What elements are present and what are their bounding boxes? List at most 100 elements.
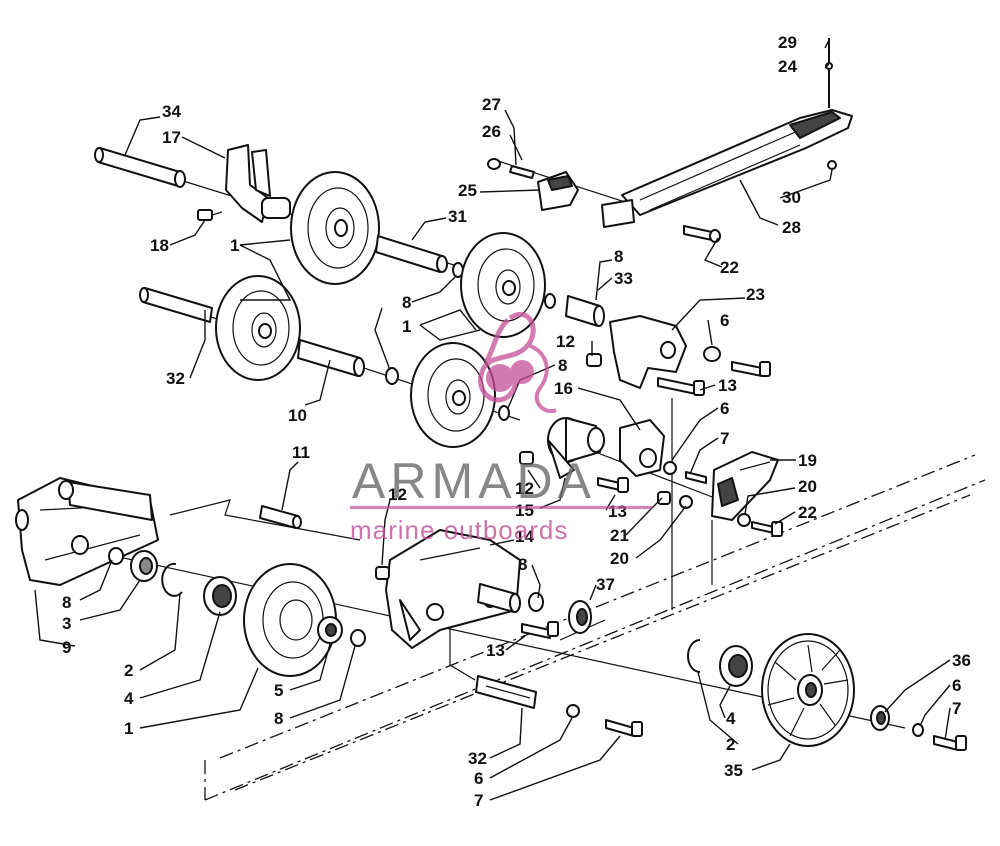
washer-6-top	[703, 346, 721, 362]
washer-8-center	[498, 405, 510, 421]
bolt-7-lower	[605, 719, 643, 737]
callout-2-right: 2	[726, 735, 735, 754]
callout-35: 35	[724, 761, 743, 780]
callout-8-lower: 8	[62, 593, 71, 612]
callout-32-left: 32	[166, 369, 185, 388]
callout-36: 36	[952, 651, 971, 670]
wheel-1-center	[410, 342, 496, 448]
spacer-33	[565, 295, 605, 327]
nut-12-top	[586, 353, 602, 367]
callout-12-top: 12	[556, 332, 575, 351]
callout-6-lower: 6	[474, 769, 483, 788]
callout-5: 5	[274, 681, 283, 700]
callout-12-mid: 12	[515, 479, 534, 498]
callout-7-mid: 7	[720, 429, 729, 448]
callout-7-right: 7	[952, 699, 961, 718]
callout-12-lower: 12	[388, 485, 407, 504]
callout-27: 27	[482, 95, 501, 114]
bearing-4-right	[719, 645, 753, 687]
callout-28: 28	[782, 218, 801, 237]
callout-leaders	[34, 39, 951, 801]
callout-16: 16	[554, 379, 573, 398]
snap-ring-2-right	[687, 639, 701, 673]
callout-numbers: 34 17 27 26 25 29 24 30 28 18 1 31 22 8 …	[62, 33, 971, 810]
callout-8-left: 8	[402, 293, 411, 312]
callout-29: 29	[778, 33, 797, 52]
callout-8-lower-right: 8	[274, 709, 283, 728]
washer-8-lower-right	[350, 629, 366, 647]
bolt-13-lower	[521, 621, 559, 639]
washer-8-mid	[544, 293, 556, 309]
callout-13-mid: 13	[608, 502, 627, 521]
callout-6-right: 6	[952, 676, 961, 695]
callout-11: 11	[292, 443, 310, 462]
shock-arm-28	[601, 109, 853, 228]
callout-37: 37	[596, 575, 615, 594]
bracket-14	[385, 529, 521, 649]
bracket-23	[609, 315, 687, 389]
bolt-22-right	[751, 521, 783, 537]
callout-25: 25	[458, 181, 477, 200]
pin-26	[487, 158, 535, 179]
bracket-17	[225, 144, 291, 223]
washer-8-bracket	[528, 592, 544, 612]
callout-3: 3	[62, 614, 71, 633]
bushing-36	[870, 705, 890, 731]
callout-8-bracket: 8	[518, 555, 527, 574]
callout-14: 14	[515, 527, 534, 546]
callout-13-top: 13	[718, 376, 737, 395]
bolt-7-right	[933, 735, 967, 751]
bushing-37	[568, 600, 592, 634]
block-16	[619, 419, 665, 477]
callout-33: 33	[614, 269, 633, 288]
callout-7-lower: 7	[474, 791, 483, 810]
callout-13-lower: 13	[486, 641, 505, 660]
shaft-32-left	[139, 287, 213, 323]
bolt-13-top	[657, 377, 705, 396]
block-25	[537, 171, 579, 211]
callout-19: 19	[798, 451, 817, 470]
callout-17: 17	[162, 128, 181, 147]
callout-6-mid: 6	[720, 399, 729, 418]
spacer-31	[375, 235, 448, 273]
bolt-7-mid	[685, 471, 707, 484]
callout-4-right: 4	[726, 709, 736, 728]
wheel-1-left	[215, 275, 301, 381]
washer-5	[317, 616, 343, 644]
washer-6-right	[912, 723, 924, 737]
callout-22-right: 22	[798, 503, 817, 522]
callout-34: 34	[162, 102, 181, 121]
callout-6-top: 6	[720, 311, 729, 330]
callout-9: 9	[62, 638, 71, 657]
shaft-32-lower	[475, 675, 537, 709]
spacer-11	[259, 505, 302, 529]
callout-1-top: 1	[230, 236, 239, 255]
nut-21	[657, 491, 671, 505]
washer-20-right	[737, 513, 751, 527]
callout-8-center: 8	[558, 356, 567, 375]
wheel-1-top	[290, 171, 380, 285]
watermark-tagline: marine outboards	[350, 515, 569, 545]
callout-18: 18	[150, 236, 169, 255]
callout-32-lower: 32	[468, 749, 487, 768]
callout-21: 21	[610, 526, 629, 545]
callout-15: 15	[515, 501, 534, 520]
callout-2-left: 2	[124, 661, 133, 680]
callout-26: 26	[482, 122, 501, 141]
callout-24: 24	[778, 57, 797, 76]
bearing-4-left	[203, 576, 237, 616]
snap-ring-2-left	[161, 562, 183, 597]
watermark-brand: ARMADA	[352, 453, 596, 509]
callout-4-left: 4	[124, 689, 134, 708]
callout-1-lower: 1	[124, 719, 133, 738]
callout-8-top: 8	[614, 247, 623, 266]
bearing-3	[130, 550, 158, 582]
bushing-15	[547, 417, 605, 479]
callout-10: 10	[288, 406, 307, 425]
bolt-22-top	[683, 225, 721, 243]
wheel-35	[761, 633, 855, 747]
callout-1-mid: 1	[402, 317, 411, 336]
nut-12-mid	[519, 451, 534, 465]
